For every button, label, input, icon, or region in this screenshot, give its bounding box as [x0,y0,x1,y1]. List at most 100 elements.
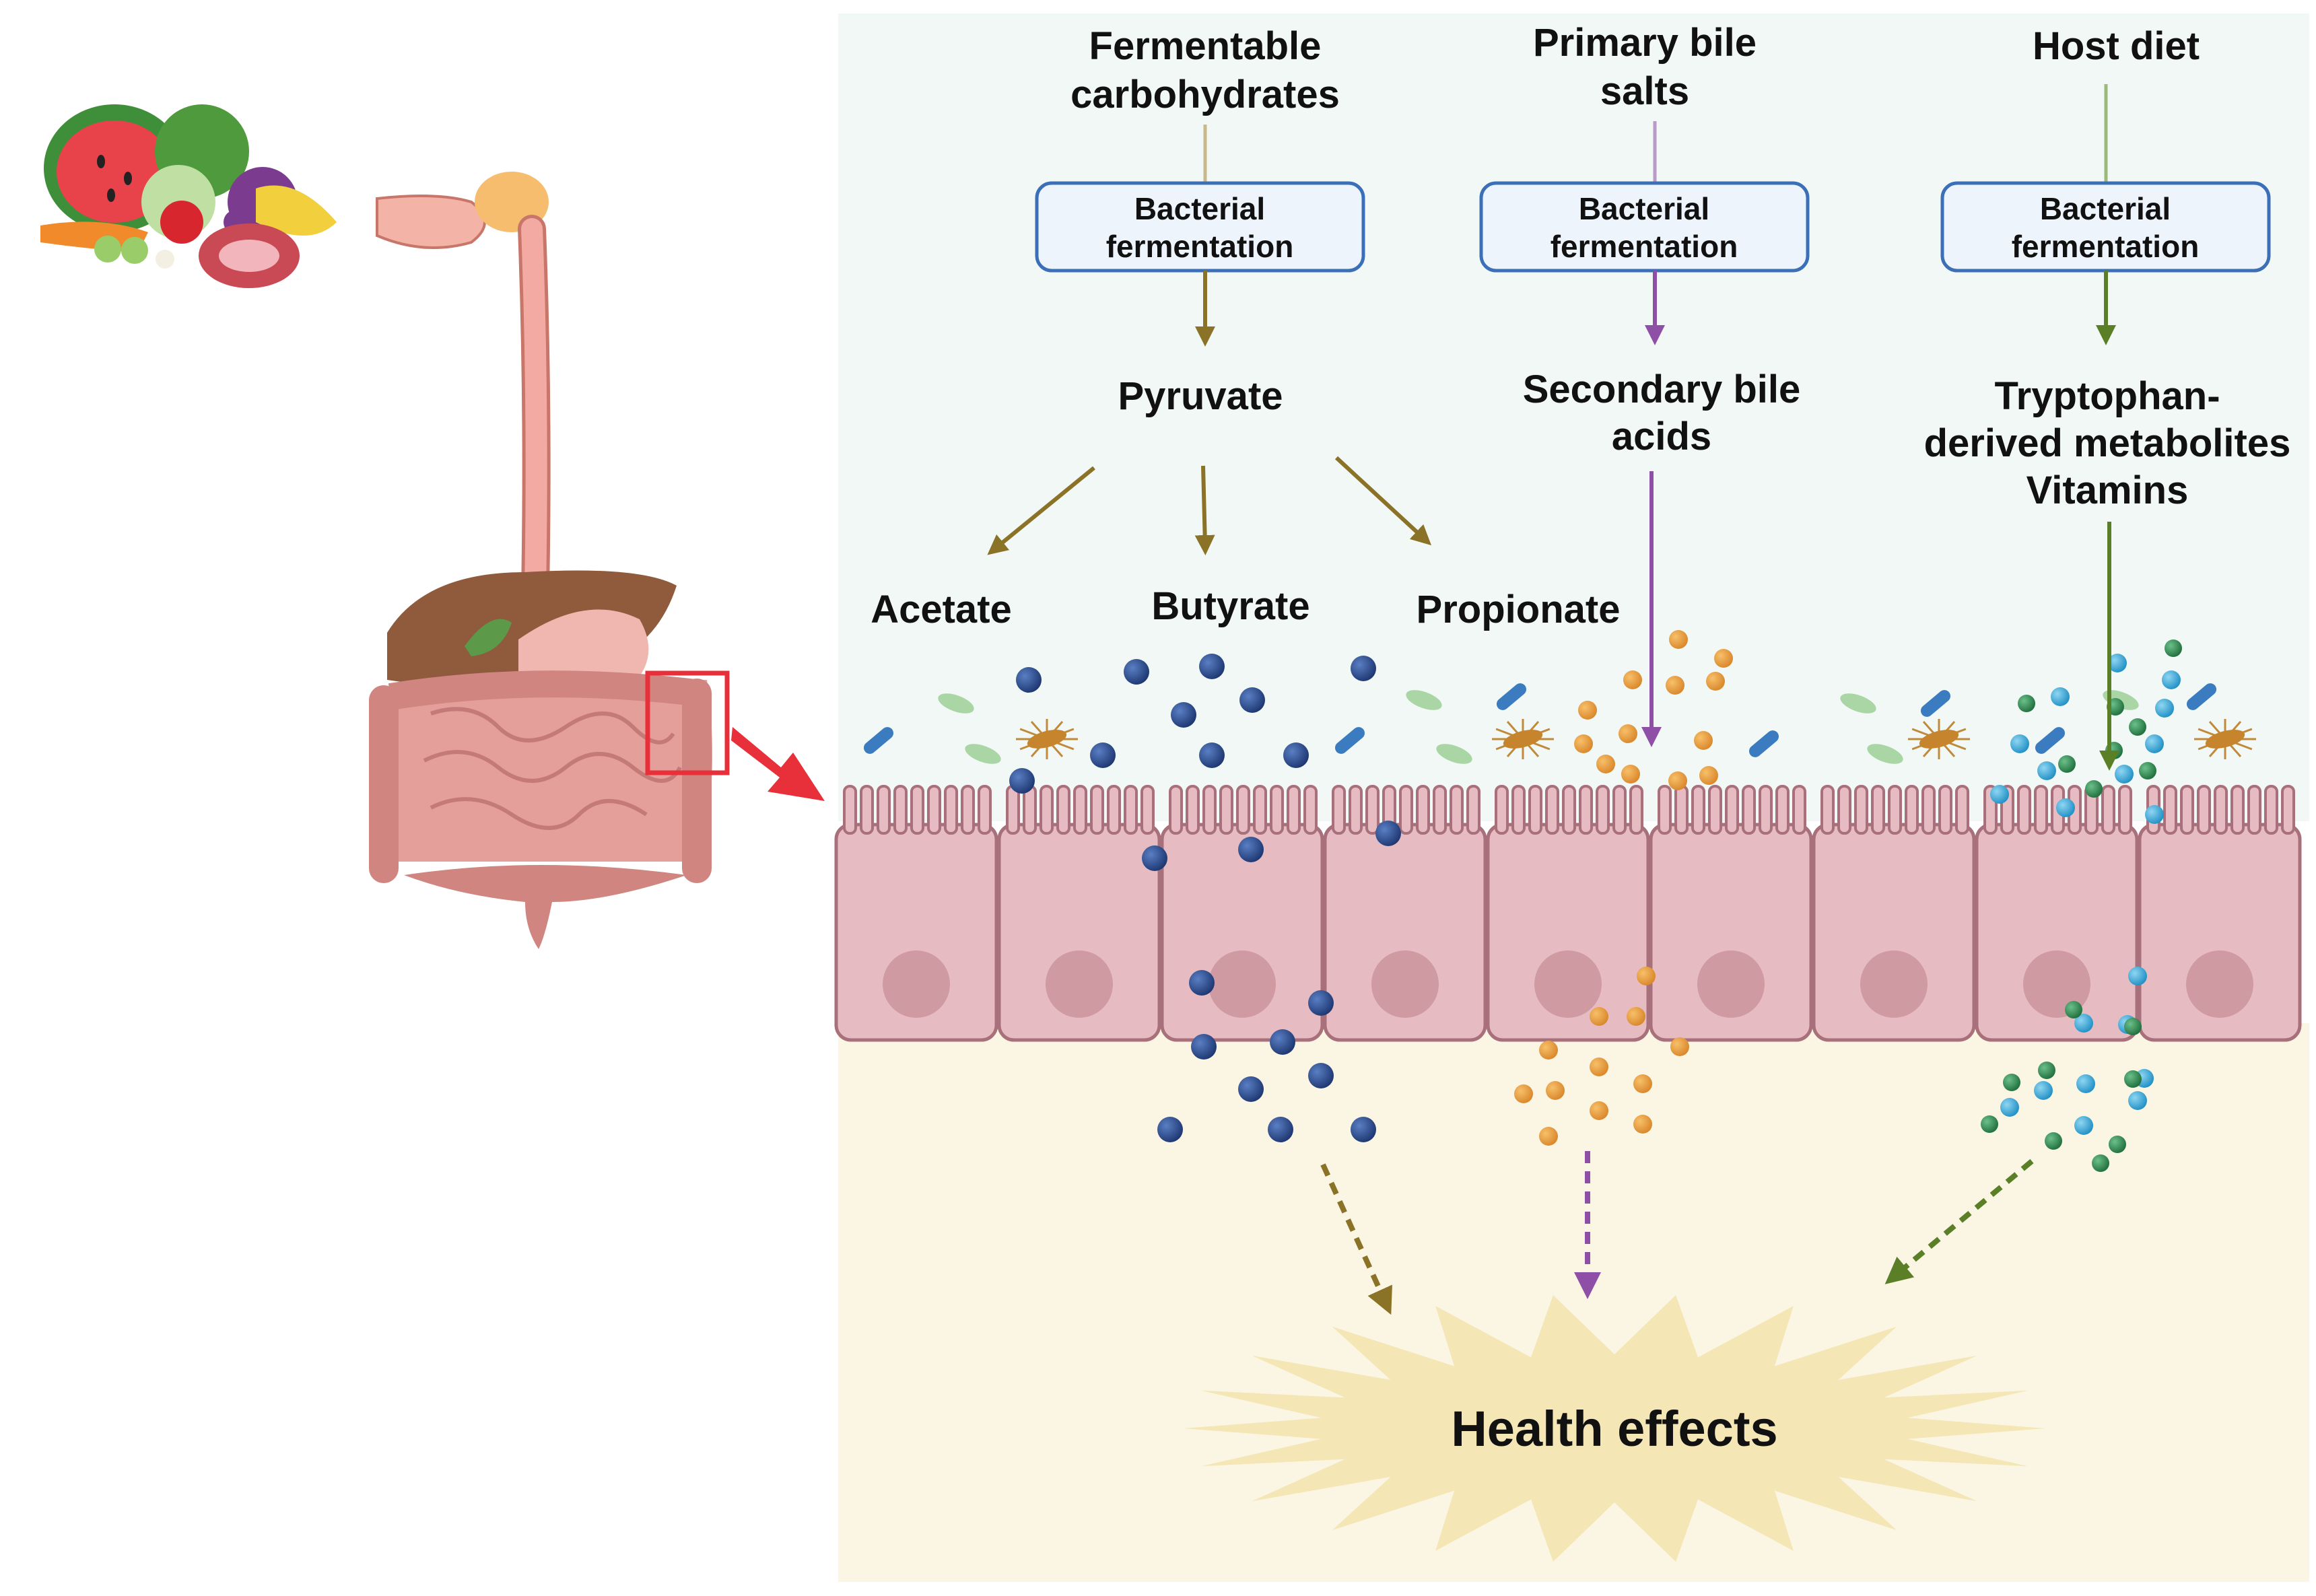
microvillus [1023,785,1037,835]
cell-nucleus [1534,950,1602,1018]
microvillus [1073,785,1087,835]
bile-acid-particle [1669,630,1688,649]
tryptophan-particle [1990,785,2009,804]
butyrate-particle [1142,845,1167,871]
microvillus [1792,785,1806,835]
vitamins-label: Vitamins [2026,469,2189,512]
vitamin-particle [2058,755,2076,773]
epithelial-cell [1975,785,2139,1042]
curved-bacterium [1406,690,1442,710]
microvillus [893,785,908,835]
pyruvate-to-acetate-arrow [987,466,1095,555]
digestive-system-icon [369,172,712,949]
microvillus [1612,785,1627,835]
microvillus [1938,785,1952,835]
microvillus [2214,785,2228,835]
bile-fermentation-box: Bacterial fermentation [1479,181,1810,273]
bile-acid-particle [1590,1057,1608,1076]
microvillus [1759,785,1773,835]
butyrate-particle [1090,742,1116,768]
bile-source-label-1: Primary bile [1533,21,1757,65]
curved-bacterium [1840,693,1876,714]
rod-bacterium [863,727,894,754]
flagellated-bacterium [2194,719,2256,759]
cell-nucleus [1860,950,1928,1018]
tryptophan-particle [2074,1116,2093,1135]
butyrate-particle [1268,1117,1293,1142]
flagellated-bacterium [1016,719,1078,759]
svg-text:Bacterial: Bacterial [1579,191,1709,226]
pyruvate-to-butyrate-arrow [1194,465,1215,555]
microvillus [2101,785,2115,835]
bile-acid-particle [1574,734,1593,753]
bile-source-label-2: salts [1600,69,1689,113]
cell-nucleus [1208,950,1276,1018]
bile-acid-particle [1590,1101,1608,1120]
microvillus [1691,785,1705,835]
vitamin-particle [2129,718,2146,736]
svg-text:fermentation: fermentation [1106,229,1294,264]
tryptophan-particle [2128,967,2147,985]
pyruvate-label: Pyruvate [1118,374,1283,418]
bile-acid-particle [1633,1074,1652,1093]
microvillus [1140,785,1155,835]
butyrate-label: Butyrate [1151,584,1309,628]
butyrate-particle [1238,837,1264,862]
svg-text:Bacterial: Bacterial [1134,191,1265,226]
butyrate-particle [1308,990,1334,1016]
butyrate-particle [1016,667,1042,693]
propionate-label: Propionate [1417,588,1621,631]
curved-bacterium [965,744,1001,764]
bile-acid-particle [1539,1041,1558,1060]
tryptophan-particle [2034,1081,2053,1100]
microvillus [877,785,891,835]
cell-nucleus [1697,950,1765,1018]
microvillus [1219,785,1233,835]
vitamin-particle [2038,1062,2055,1079]
tryptophan-label-1: Tryptophan- [1994,374,2220,418]
microvillus [2264,785,2278,835]
butyrate-particle [1009,768,1035,794]
microvillus [2197,785,2211,835]
butyrate-particle [1199,742,1225,768]
vitamin-particle [2092,1154,2109,1172]
svg-text:fermentation: fermentation [2012,229,2200,264]
tryptophan-to-health-arrow [1884,1158,2034,1284]
rod-bacterium [1334,727,1365,754]
epithelial-cell [1486,785,1650,1042]
microvillus [860,785,874,835]
microvillus [1349,785,1363,835]
microvillus [978,785,992,835]
vitamin-particle [2124,1018,2142,1035]
tryptophan-particle [2056,798,2075,817]
butyrate-particle [1171,702,1196,728]
epithelial-cell [1812,785,1976,1042]
microvillus [1006,785,1020,835]
microvillus [910,785,924,835]
bile-acid-particle [1668,771,1687,790]
microvillus [1365,785,1380,835]
vitamin-particle [2018,695,2035,712]
microvillus [2247,785,2261,835]
microvillus [1775,785,1790,835]
butyrate-particle [1283,742,1309,768]
microvillus [1658,785,1672,835]
rod-bacterium [1748,730,1779,757]
carb-source-label-2: carbohydrates [1070,73,1340,116]
microvillus [1466,785,1480,835]
tryptophan-particle [2074,1014,2093,1033]
butyrate-particle [1238,1076,1264,1102]
tryptophan-particle [2108,654,2127,672]
microvillus [1725,785,1739,835]
tryptophan-particle [2162,670,2181,689]
rod-bacterium [1496,683,1527,710]
microvillus [1545,785,1559,835]
bile-acid-particle [1714,649,1733,668]
cell-nucleus [1046,950,1113,1018]
butyrate-particle [1351,656,1376,681]
epithelial-cell [1323,785,1487,1042]
butyrate-particle [1199,654,1225,679]
microvillus [1303,785,1318,835]
bile-acid-particle [1694,731,1713,750]
microvillus [2017,785,2031,835]
